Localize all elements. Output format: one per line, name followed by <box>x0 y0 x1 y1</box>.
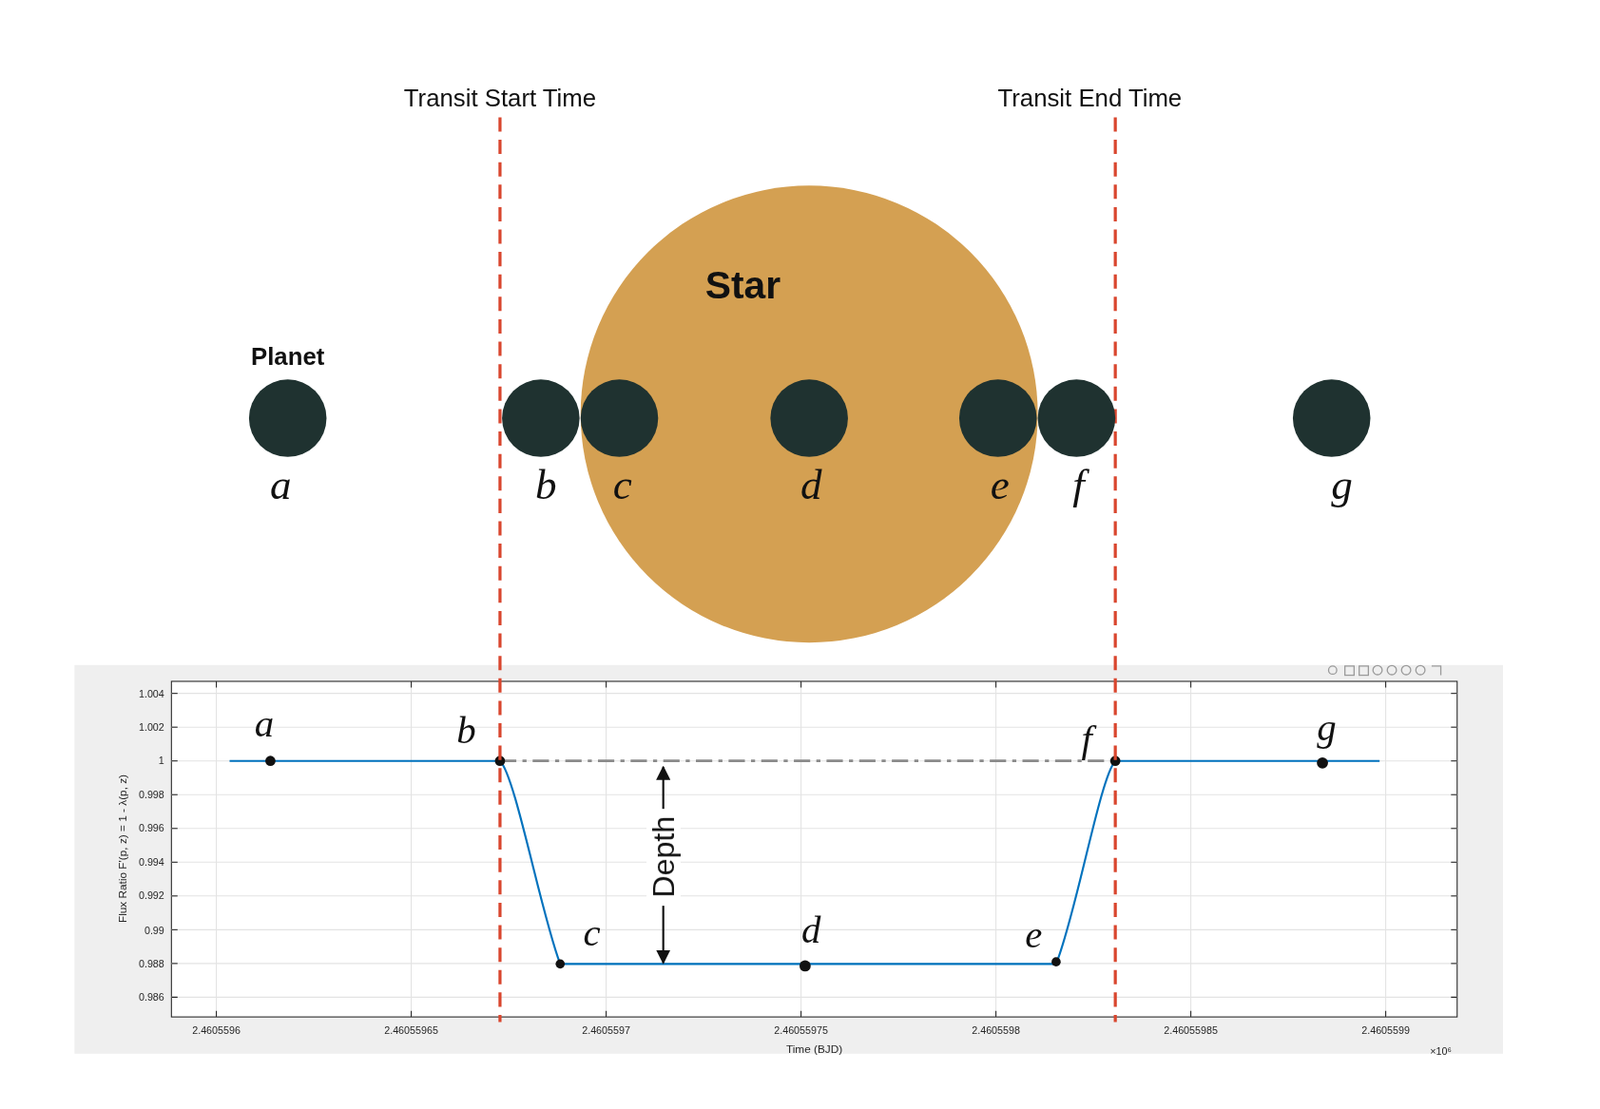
position-letter: c <box>613 461 633 509</box>
planet-disc-shape <box>770 379 849 458</box>
axis-exponent: ×10⁶ <box>1429 1046 1452 1059</box>
transit-start-line <box>498 116 502 1022</box>
planet-disc-shape <box>959 379 1038 458</box>
planet-disc: Planeta <box>249 379 328 458</box>
y-tick-label: 0.998 <box>138 789 165 801</box>
depth-arrow <box>662 767 665 810</box>
y-tick-label: 0.988 <box>138 958 165 970</box>
chart-panel <box>74 665 1504 1055</box>
transit-start-title: Transit Start Time <box>404 85 597 113</box>
point-letter: d <box>801 908 821 952</box>
planet-disc: b <box>501 379 580 458</box>
x-tick-label: 2.46055985 <box>1163 1024 1218 1037</box>
planet-disc-fill <box>501 379 580 458</box>
planet-disc: g <box>1292 379 1371 458</box>
y-tick-label: 0.99 <box>144 924 165 936</box>
point-letter: g <box>1316 707 1336 751</box>
toolbar-icons <box>1328 665 1441 675</box>
x-axis-title: Time (BJD) <box>786 1042 843 1056</box>
star-disc-fill <box>580 185 1039 643</box>
point-letter: e <box>1024 914 1042 958</box>
star-disc: Star c d e <box>580 185 1039 643</box>
transit-end-line <box>1114 116 1118 1022</box>
y-tick-label: 0.986 <box>138 991 165 1003</box>
position-letter: d <box>800 461 823 509</box>
y-tick-label: 1.002 <box>138 721 165 733</box>
planet-disc-fill <box>770 379 849 458</box>
planet-disc-shape <box>1292 379 1371 458</box>
planet-disc-fill <box>1292 379 1371 458</box>
baseline-dash <box>500 759 1116 763</box>
position-letter: g <box>1330 461 1353 509</box>
planet-disc: e <box>959 379 1038 458</box>
x-tick-label: 2.4605598 <box>971 1024 1021 1037</box>
position-letter: b <box>535 461 558 509</box>
point-letter: c <box>582 912 600 956</box>
planet-disc-fill <box>580 379 659 458</box>
planet-label: Planet <box>250 344 325 371</box>
planet-disc-shape <box>501 379 580 458</box>
plot-area <box>171 681 1457 1018</box>
y-tick-label: 1.004 <box>138 688 165 700</box>
point-letter: a <box>254 703 274 747</box>
y-tick-label: 1 <box>158 755 165 768</box>
x-tick-label: 2.4605597 <box>581 1024 631 1037</box>
planet-disc: f <box>1038 379 1117 458</box>
planet-disc: c <box>580 379 659 458</box>
curve-points <box>265 755 1329 972</box>
x-tick-label: 2.4605599 <box>1361 1024 1410 1037</box>
y-axis-title: Flux Ratio F'(p, z) = 1 - λ(p, z) <box>115 774 129 924</box>
x-tick-label: 2.4605596 <box>192 1024 241 1037</box>
position-letter: e <box>990 461 1010 509</box>
planet-disc-fill <box>1038 379 1117 458</box>
y-tick-label: 0.992 <box>138 890 165 903</box>
point-letter: f <box>1080 718 1092 762</box>
point-letter: b <box>456 709 476 752</box>
star-label: Star <box>705 264 781 308</box>
light-curve <box>230 761 1381 965</box>
y-tick-label: 0.996 <box>138 823 165 835</box>
planet-disc: d <box>770 379 849 458</box>
planet-disc-shape <box>249 379 328 458</box>
planet-disc-fill <box>959 379 1038 458</box>
planet-disc-fill <box>249 379 328 458</box>
y-tick-label: 0.994 <box>138 856 165 868</box>
grid-lines <box>171 681 1457 1018</box>
planet-disc-shape <box>1038 379 1117 458</box>
position-letter: f <box>1072 461 1085 509</box>
depth-label: Depth <box>646 811 680 903</box>
position-letter: a <box>269 461 292 509</box>
planet-disc-shape <box>580 379 659 458</box>
depth-arrow <box>662 906 665 964</box>
x-tick-label: 2.46055965 <box>384 1024 439 1037</box>
x-tick-label: 2.46055975 <box>773 1024 829 1037</box>
transit-end-title: Transit End Time <box>997 85 1182 113</box>
